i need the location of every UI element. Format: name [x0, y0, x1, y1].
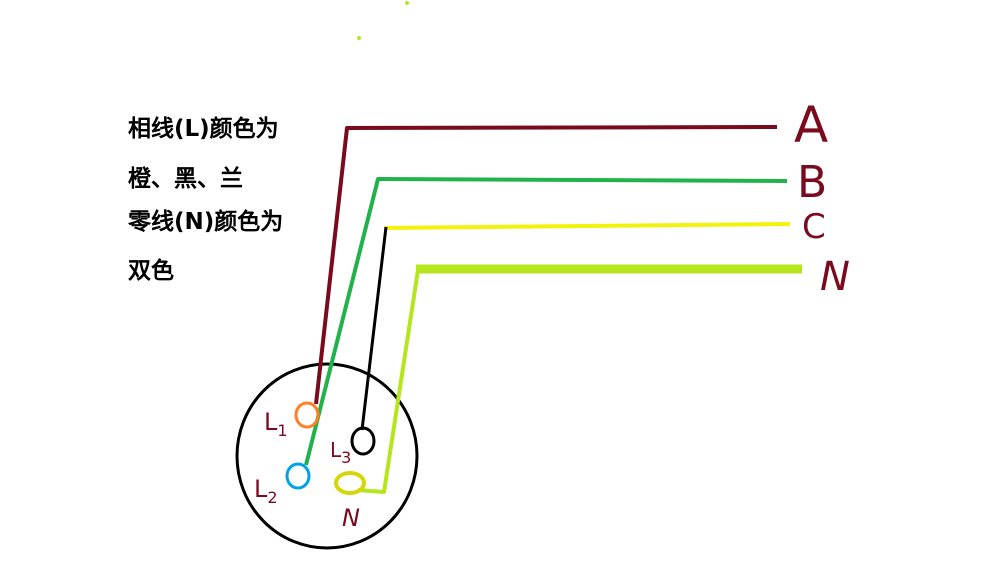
wire-c	[383, 222, 791, 230]
note-line-2: 橙、黑、兰	[128, 166, 243, 192]
terminal-l2	[285, 462, 311, 490]
terminal-label-l3: L3	[330, 438, 351, 467]
terminal-l1	[294, 401, 320, 429]
terminal-label-l2: L2	[254, 475, 278, 507]
wire-a	[314, 125, 778, 405]
terminal-label-n: N	[342, 504, 360, 532]
stray-dot	[357, 36, 361, 40]
terminal-n	[334, 471, 366, 495]
wire-b	[304, 177, 788, 466]
line-label-b: B	[797, 157, 827, 208]
line-label-a: A	[794, 96, 828, 154]
wire-n	[357, 268, 802, 494]
note-line-3: 零线(N)颜色为	[128, 209, 284, 235]
stray-dot	[405, 1, 409, 5]
terminal-label-l1: L1	[264, 408, 288, 440]
line-label-c: C	[802, 207, 826, 247]
line-label-n: N	[820, 254, 850, 300]
wire-c-black-lead	[360, 226, 388, 431]
socket-outline	[235, 362, 419, 550]
terminal-l3	[350, 426, 376, 456]
note-line-1: 相线(L)颜色为	[128, 116, 279, 142]
note-line-4: 双色	[128, 258, 174, 284]
